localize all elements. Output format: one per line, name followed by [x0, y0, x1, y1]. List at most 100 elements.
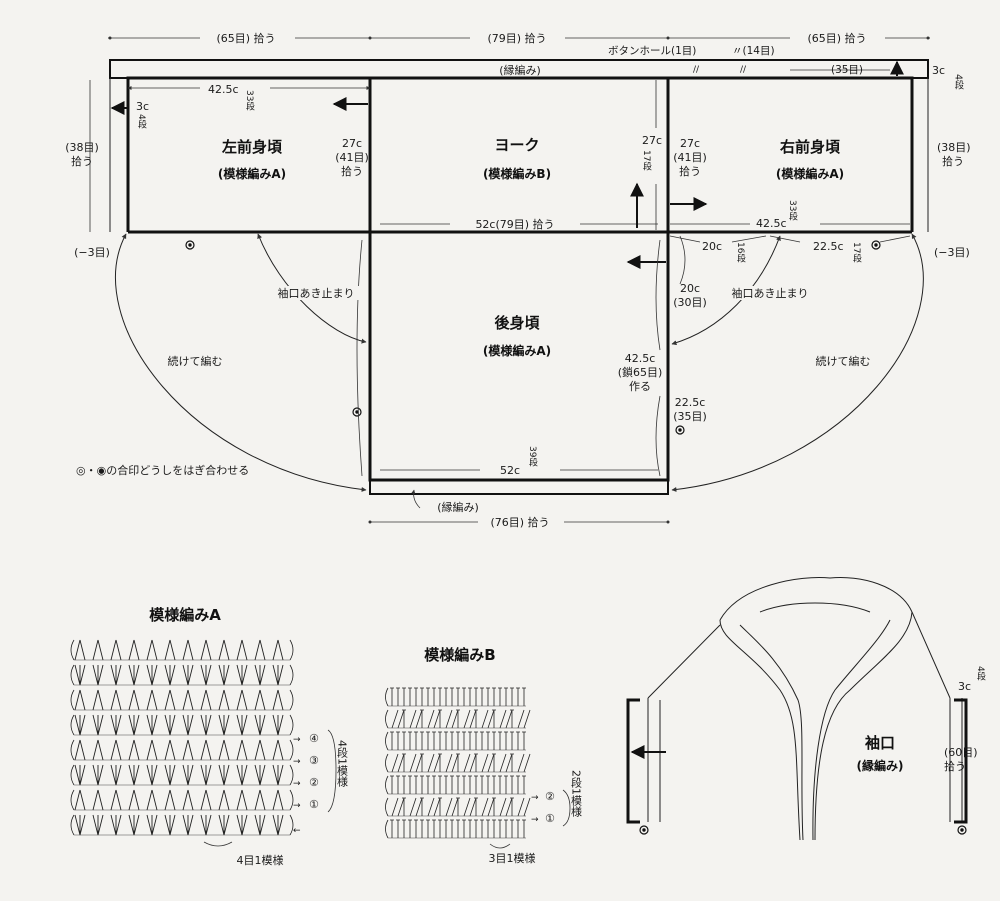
stitch-symbol	[390, 775, 394, 794]
left-front-height-st: (41目)	[335, 151, 369, 164]
stitch-symbol	[444, 775, 448, 794]
stitch-symbol	[391, 753, 399, 773]
stitch-symbol	[146, 789, 158, 811]
sleeve-stop-right: 袖口あき止まり	[732, 286, 809, 300]
stitch-symbol	[164, 689, 176, 711]
stitch-symbol	[522, 775, 526, 794]
stitch-symbol	[427, 709, 435, 729]
stitch-symbol	[408, 731, 412, 750]
pattern-b-row-2: ②	[545, 790, 555, 803]
pattern-a-repeat-rows: 4段1模様	[336, 740, 349, 787]
stitch-symbol	[92, 814, 104, 836]
stitch-symbol	[92, 739, 104, 761]
back-r3: 22.5c	[675, 396, 706, 409]
turning-chain	[70, 689, 75, 711]
stitch-symbol	[254, 764, 266, 786]
turning-chain	[70, 814, 75, 836]
stitch-symbol	[272, 714, 284, 736]
pattern-b-repeat-rows: 2段1模様	[570, 770, 583, 817]
stitch-symbol	[438, 819, 442, 838]
stitch-symbol	[415, 709, 423, 729]
stitch-symbol	[474, 797, 478, 816]
pattern-b-title: 模様編みB	[424, 646, 495, 664]
turning-chain	[70, 789, 75, 811]
stitch-symbol	[456, 819, 460, 838]
stitch-symbol	[486, 687, 490, 706]
stitch-symbol	[164, 739, 176, 761]
stitch-symbol	[462, 731, 466, 750]
stitch-symbol	[444, 731, 448, 750]
stitch-symbol	[462, 819, 466, 838]
stitch-symbol	[146, 664, 158, 686]
stitch-symbol	[469, 753, 477, 773]
stitch-symbol	[146, 639, 158, 661]
stitch-symbol	[254, 814, 266, 836]
stitch-symbol	[272, 664, 284, 686]
pattern-a-row-4: ④	[309, 732, 319, 745]
stitch-symbol	[492, 775, 496, 794]
stitch-symbol	[492, 709, 496, 728]
stitch-symbol	[272, 814, 284, 836]
stitch-symbol	[463, 709, 471, 729]
stitch-symbol	[254, 689, 266, 711]
stitch-symbol	[505, 797, 513, 817]
stitch-symbol	[402, 775, 406, 794]
stitch-symbol	[92, 764, 104, 786]
stitch-symbol	[438, 687, 442, 706]
turning-chain	[289, 714, 294, 736]
right-front-width: 42.5c	[756, 217, 787, 230]
stitch-symbol	[218, 764, 230, 786]
left-front-piece: 42.5c 33段 3c 4段 左前身頃 (模様編みA) 27c (41目) 拾…	[65, 76, 372, 259]
buttonhole-mark-2: //	[740, 65, 747, 75]
stitch-symbol	[456, 731, 460, 750]
stitch-symbol	[469, 797, 477, 817]
back-r3-st: (35目)	[673, 410, 707, 423]
stitch-symbol	[433, 797, 441, 817]
stitch-symbol	[218, 789, 230, 811]
stitch-symbol	[451, 709, 459, 729]
stitch-symbol	[390, 687, 394, 706]
stitch-symbol	[390, 819, 394, 838]
stitch-symbol	[487, 797, 495, 817]
stitch-symbol	[164, 639, 176, 661]
stitch-symbol	[218, 739, 230, 761]
stitch-symbol	[499, 753, 507, 773]
stitch-symbol	[427, 753, 435, 773]
stitch-symbol	[200, 764, 212, 786]
stitch-symbol	[492, 797, 496, 816]
stitch-symbol	[487, 753, 495, 773]
cuff-pattern: (縁編み)	[857, 758, 904, 773]
stitch-symbol	[438, 775, 442, 794]
stitch-symbol	[128, 739, 140, 761]
stitch-symbol	[480, 687, 484, 706]
cuff-right-marker	[957, 825, 967, 835]
stitch-symbol	[432, 731, 436, 750]
yoke-pattern: (模様編みB)	[483, 166, 551, 181]
stitch-symbol	[236, 664, 248, 686]
stitch-symbol	[456, 709, 460, 728]
stitch-symbol	[402, 819, 406, 838]
stitch-symbol	[254, 789, 266, 811]
stitch-symbol	[420, 797, 424, 816]
stitch-symbol	[200, 639, 212, 661]
stitch-symbol	[427, 797, 435, 817]
back-title: 後身頃	[493, 314, 540, 332]
stitch-symbol	[182, 814, 194, 836]
stitch-symbol	[92, 664, 104, 686]
stitch-symbol	[397, 797, 405, 817]
turning-chain	[385, 687, 389, 707]
stitch-symbol	[426, 819, 430, 838]
stitch-symbol	[110, 789, 122, 811]
stitch-symbol	[444, 687, 448, 706]
stitch-symbol	[474, 687, 478, 706]
stitch-symbol	[516, 775, 520, 794]
stitch-symbol	[110, 664, 122, 686]
pattern-a-chart: 模様編みA ④ ③ ② ① → → → → ← 4段1模様 4目1模様	[70, 606, 349, 867]
back-r2-chain: (鎖65目)	[618, 365, 663, 379]
stitch-symbol	[402, 731, 406, 750]
stitch-symbol	[426, 775, 430, 794]
yoke-rows: 17段	[641, 150, 652, 171]
stitch-symbol	[110, 639, 122, 661]
stitch-symbol	[397, 753, 405, 773]
right-front-minus: (−3目)	[934, 246, 970, 259]
